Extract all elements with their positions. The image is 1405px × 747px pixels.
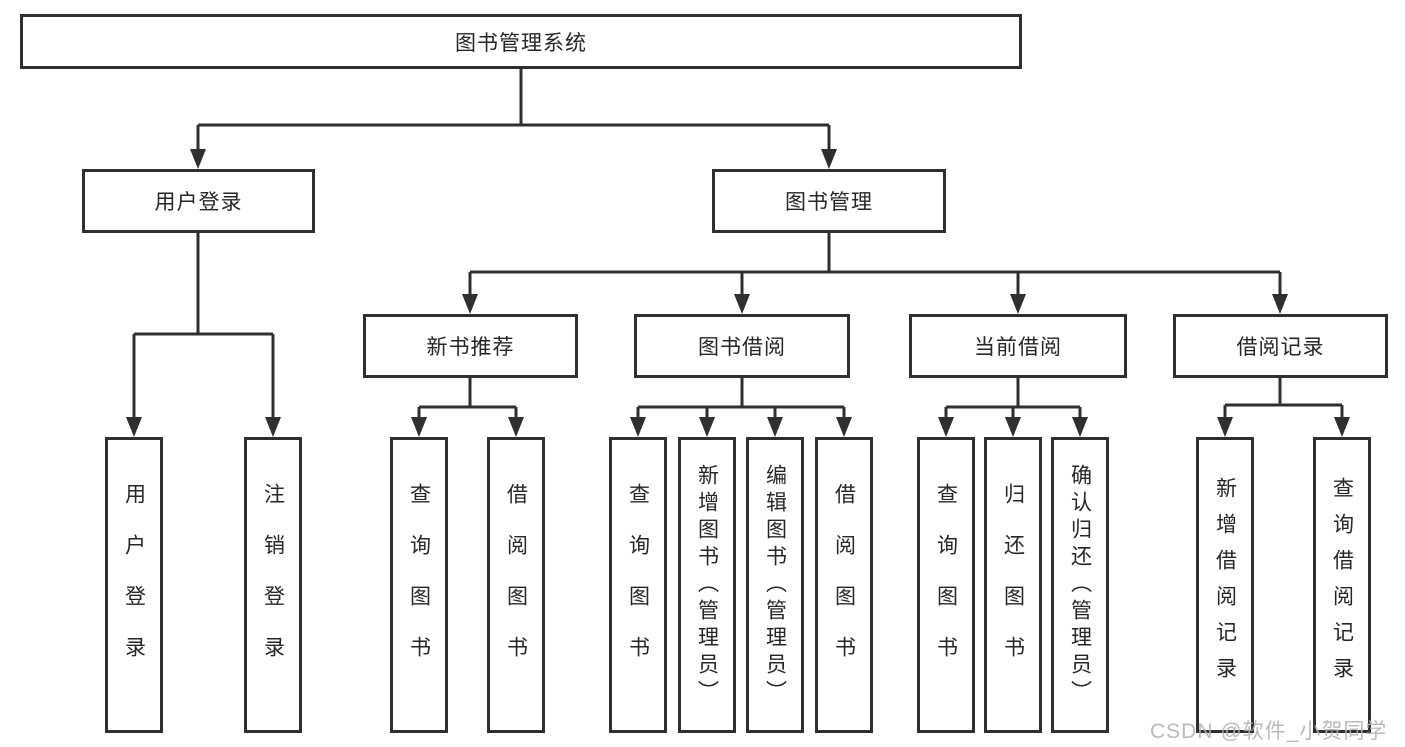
- leaf-new-book-0: 查询图书: [390, 437, 448, 733]
- leaf-current-borrow-0: 查询图书: [917, 437, 975, 733]
- leaf-borrow-record-1-label: 查询借阅记录: [1330, 477, 1354, 693]
- leaf-new-book-0-label: 查询图书: [407, 483, 431, 687]
- node-root: 图书管理系统: [20, 14, 1022, 69]
- node-borrow-record-label: 借阅记录: [1236, 336, 1325, 359]
- connector-book-mgmt-to-level3: [468, 233, 1282, 298]
- connector-root-to-level2: [196, 69, 831, 153]
- node-new-book: 新书推荐: [363, 314, 578, 378]
- leaf-book-borrow-3: 借阅图书: [815, 437, 873, 733]
- leaf-book-borrow-3-label: 借阅图书: [832, 483, 856, 687]
- leaf-user-login-0-label: 用户登录: [122, 483, 146, 687]
- leaf-user-login-1: 注销登录: [244, 437, 302, 733]
- node-current-borrow-label: 当前借阅: [974, 336, 1062, 359]
- node-borrow-record: 借阅记录: [1173, 314, 1388, 378]
- node-book-borrow: 图书借阅: [634, 314, 850, 378]
- node-user-login-label: 用户登录: [154, 191, 243, 214]
- node-user-login: 用户登录: [82, 169, 315, 233]
- leaf-book-borrow-1: 新增图书（管理员）: [678, 437, 736, 733]
- node-root-label: 图书管理系统: [455, 31, 587, 55]
- arrowheads: [126, 149, 1350, 437]
- leaf-book-borrow-1-label: 新增图书（管理员）: [695, 463, 719, 707]
- leaf-new-book-1: 借阅图书: [487, 437, 545, 733]
- leaf-book-borrow-2: 编辑图书（管理员）: [746, 437, 804, 733]
- leaf-borrow-record-1: 查询借阅记录: [1313, 437, 1371, 733]
- node-book-mgmt-label: 图书管理: [785, 191, 873, 214]
- node-current-borrow: 当前借阅: [909, 314, 1127, 378]
- leaf-borrow-record-0: 新增借阅记录: [1196, 437, 1254, 733]
- leaf-current-borrow-2: 确认归还（管理员）: [1051, 437, 1109, 733]
- node-book-mgmt: 图书管理: [712, 169, 946, 233]
- leaf-new-book-1-label: 借阅图书: [504, 483, 528, 687]
- leaf-current-borrow-0-label: 查询图书: [934, 483, 958, 687]
- connector-current-borrow-to-leaves: [944, 378, 1082, 421]
- connector-new-book-to-leaves: [417, 378, 518, 421]
- leaf-current-borrow-2-label: 确认归还（管理员）: [1068, 463, 1092, 707]
- connector-user-login-to-leaves: [132, 233, 275, 421]
- connector-book-borrow-to-leaves: [636, 378, 846, 421]
- node-book-borrow-label: 图书借阅: [698, 336, 786, 359]
- leaf-book-borrow-0-label: 查询图书: [626, 483, 650, 687]
- connector-borrow-record-to-leaves: [1223, 378, 1344, 421]
- watermark: CSDN @软件_小贺同学: [1150, 720, 1388, 743]
- leaf-current-borrow-1: 归还图书: [984, 437, 1042, 733]
- node-new-book-label: 新书推荐: [426, 336, 515, 359]
- leaf-borrow-record-0-label: 新增借阅记录: [1213, 477, 1237, 693]
- leaf-user-login-0: 用户登录: [105, 437, 163, 733]
- leaf-user-login-1-label: 注销登录: [261, 483, 285, 687]
- leaf-book-borrow-2-label: 编辑图书（管理员）: [763, 463, 787, 707]
- leaf-current-borrow-1-label: 归还图书: [1001, 483, 1025, 687]
- leaf-book-borrow-0: 查询图书: [609, 437, 667, 733]
